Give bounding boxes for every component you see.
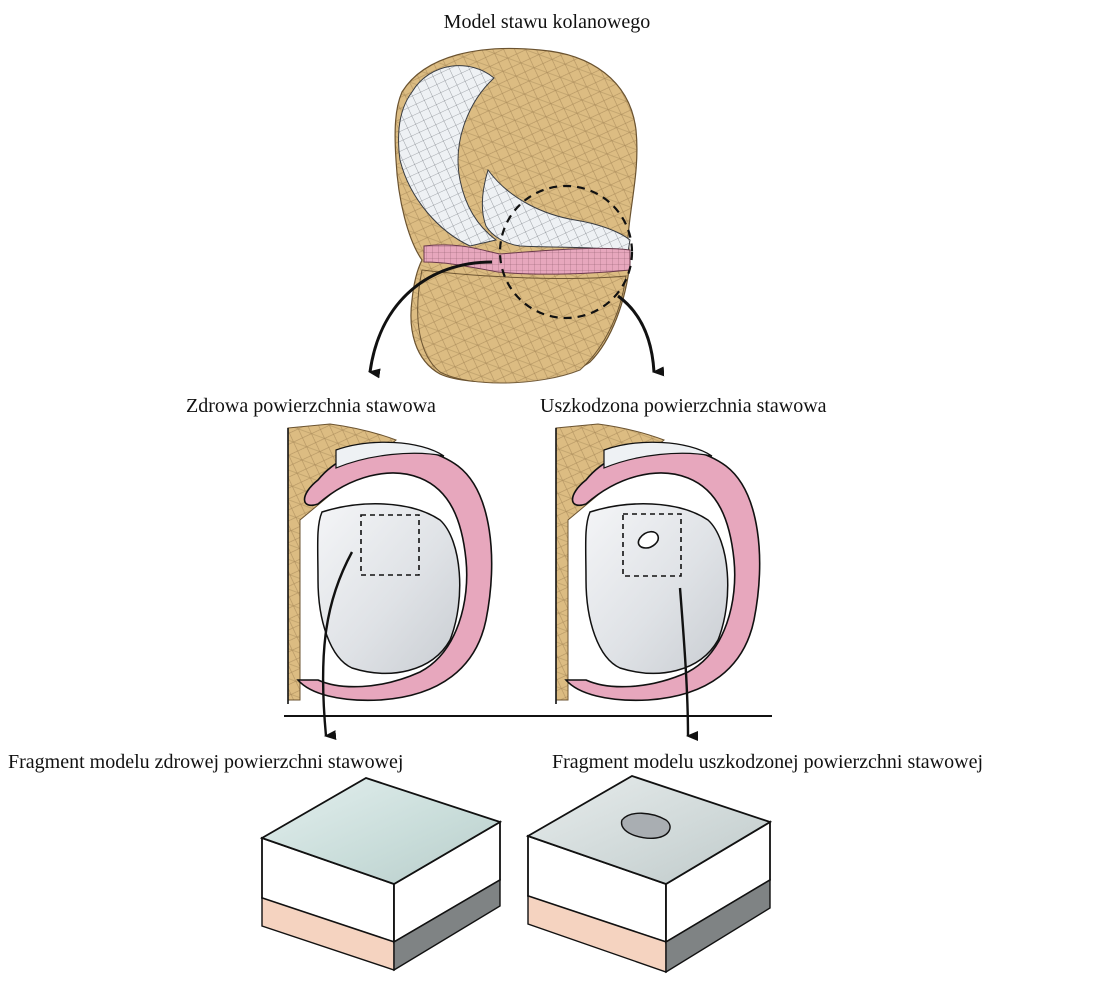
arrow-to-damaged: [618, 296, 654, 372]
damaged-surface-panel: [556, 424, 760, 704]
damaged-cartilage: [586, 504, 728, 673]
tibia-bone: [418, 270, 626, 383]
knee-model: [395, 48, 637, 383]
healthy-surface-panel: [288, 424, 492, 704]
healthy-fragment-block: [262, 778, 500, 970]
healthy-cartilage: [318, 504, 460, 673]
damaged-fragment-block: [528, 776, 770, 972]
